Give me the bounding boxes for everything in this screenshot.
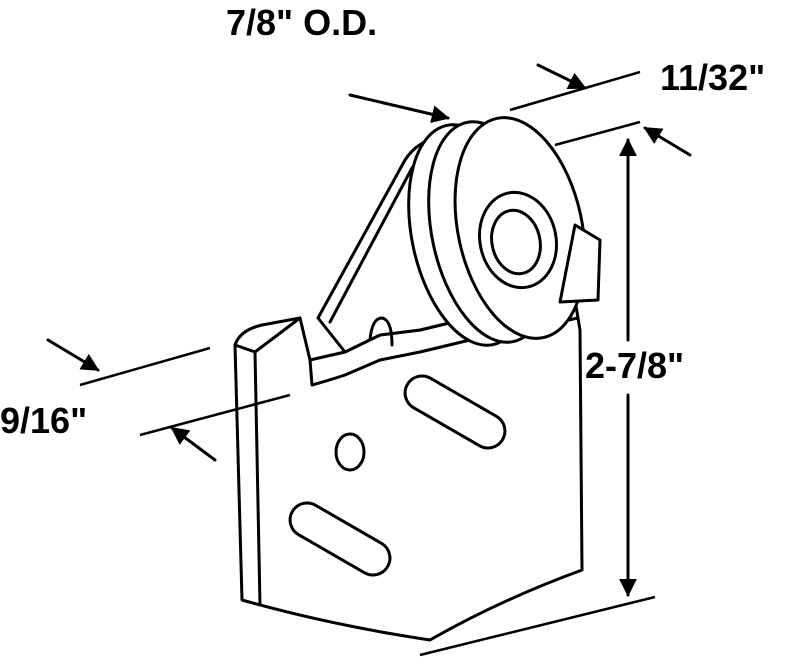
- slot-upper: [403, 374, 507, 450]
- wheel-width-label: 11/32": [660, 57, 766, 98]
- height-label: 2-7/8": [585, 345, 685, 386]
- depth-label: 9/16": [0, 400, 88, 441]
- wheel-diameter-label: 7/8" O.D.: [226, 2, 378, 43]
- dimension-lines: [46, 63, 692, 657]
- mounting-plate: [233, 298, 584, 642]
- slot-lower: [288, 501, 392, 577]
- plate-fold: [233, 316, 580, 607]
- roller-wheel: [407, 116, 602, 347]
- mounting-hole: [334, 432, 366, 472]
